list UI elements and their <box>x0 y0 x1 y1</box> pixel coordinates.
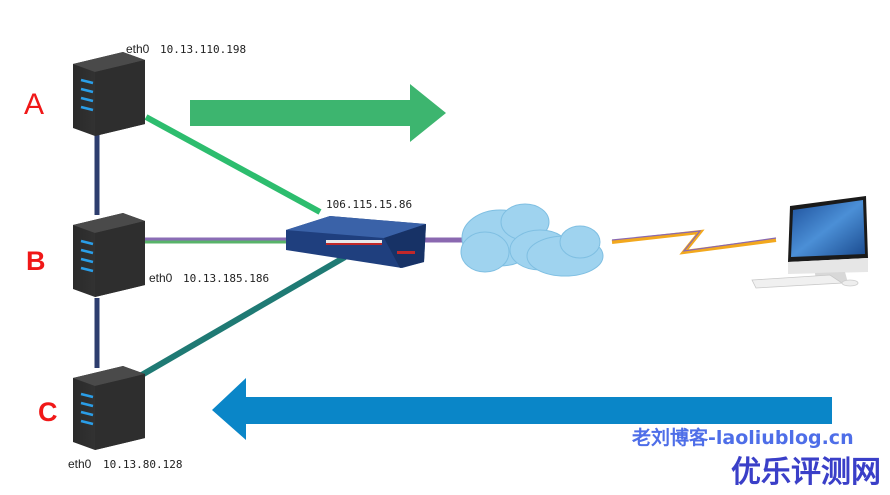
router-icon <box>286 216 426 268</box>
link-a-router <box>144 114 322 215</box>
outbound-arrow <box>190 84 446 142</box>
link-c-router <box>138 254 347 379</box>
inbound-arrow <box>212 378 832 440</box>
wireless-link-icon <box>611 229 777 255</box>
watermark-blog: 老刘博客-laoliublog.cn <box>632 427 854 449</box>
router-ip: 106.115.15.86 <box>326 198 412 211</box>
desktop-computer-icon <box>751 196 868 289</box>
node-c-ip: 10.13.80.128 <box>103 458 182 471</box>
node-c-iface: eth0 <box>68 457 92 471</box>
server-a-icon <box>71 50 147 138</box>
node-a-ip: 10.13.110.198 <box>160 43 246 56</box>
internet-cloud-icon <box>460 203 604 277</box>
node-a-letter: A <box>24 88 44 121</box>
server-b-icon <box>71 211 147 299</box>
node-b-iface: eth0 <box>149 271 173 285</box>
node-b-letter: B <box>26 246 46 276</box>
server-c-icon <box>71 364 147 452</box>
node-a-iface: eth0 <box>126 42 150 56</box>
watermark-site: 优乐评测网 <box>731 455 881 490</box>
node-b-ip: 10.13.185.186 <box>183 272 269 285</box>
node-c-letter: C <box>38 397 58 427</box>
